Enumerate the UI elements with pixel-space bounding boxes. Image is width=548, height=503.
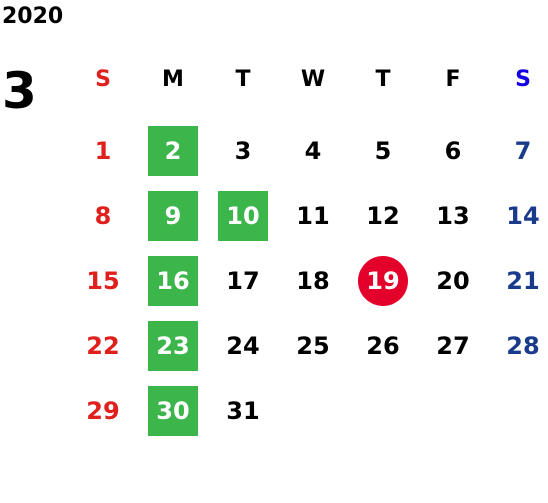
table-row-cell: 11 [278,183,348,248]
day-24[interactable]: 24 [226,331,260,360]
table-row-cell [488,378,548,443]
table-row-cell: 31 [208,378,278,443]
table-row-cell: 24 [208,313,278,378]
table-row-cell: 26 [348,313,418,378]
table-row-cell: 16 [138,248,208,313]
day-7[interactable]: 7 [514,136,532,165]
table-row-cell: 10 [208,183,278,248]
day-20[interactable]: 20 [436,266,470,295]
table-row-cell: 22 [68,313,138,378]
weekday-sat: S [515,67,531,92]
day-21[interactable]: 21 [506,266,540,295]
table-row-cell: 29 [68,378,138,443]
day-26[interactable]: 26 [366,331,400,360]
day-15[interactable]: 15 [86,266,120,295]
table-row-cell: 7 [488,118,548,183]
calendar-month: 3 [2,62,37,120]
weekday-mon: M [162,67,184,92]
table-row-cell: 6 [418,118,488,183]
day-30[interactable]: 30 [148,385,198,436]
day-19[interactable]: 19 [358,255,408,306]
day-14[interactable]: 14 [506,201,540,230]
weekday-sun: S [95,67,111,92]
day-25[interactable]: 25 [296,331,330,360]
weekday-wed: W [300,67,326,92]
table-row-cell: 3 [208,118,278,183]
table-row-cell: 2 [138,118,208,183]
table-row-cell: 23 [138,313,208,378]
table-row-cell: 15 [68,248,138,313]
table-row-cell: 13 [418,183,488,248]
day-5[interactable]: 5 [374,136,392,165]
table-row-cell: 25 [278,313,348,378]
day-16[interactable]: 16 [148,255,198,306]
table-row-cell [348,378,418,443]
day-18[interactable]: 18 [296,266,330,295]
day-4[interactable]: 4 [304,136,322,165]
table-row-cell: 14 [488,183,548,248]
table-row-cell [278,378,348,443]
table-row-cell: 19 [348,248,418,313]
table-row-cell [418,378,488,443]
table-row-cell: 17 [208,248,278,313]
weekday-fri: F [445,67,461,92]
table-row-cell: 12 [348,183,418,248]
table-row-cell: 20 [418,248,488,313]
day-31[interactable]: 31 [226,396,260,425]
day-10[interactable]: 10 [218,190,268,241]
table-row-cell: 5 [348,118,418,183]
weekday-thu: T [375,67,391,92]
table-row-cell: 9 [138,183,208,248]
table-row-cell: 8 [68,183,138,248]
table-row-cell: 18 [278,248,348,313]
day-9[interactable]: 9 [148,190,198,241]
day-11[interactable]: 11 [296,201,330,230]
day-1[interactable]: 1 [94,136,112,165]
calendar-year: 2020 [2,4,64,29]
day-29[interactable]: 29 [86,396,120,425]
day-23[interactable]: 23 [148,320,198,371]
day-13[interactable]: 13 [436,201,470,230]
table-row-cell: 1 [68,118,138,183]
table-row-cell: 30 [138,378,208,443]
day-12[interactable]: 12 [366,201,400,230]
table-row-cell: 28 [488,313,548,378]
day-2[interactable]: 2 [148,125,198,176]
day-3[interactable]: 3 [234,136,252,165]
table-row-cell: 27 [418,313,488,378]
day-27[interactable]: 27 [436,331,470,360]
day-17[interactable]: 17 [226,266,260,295]
day-8[interactable]: 8 [94,201,112,230]
day-28[interactable]: 28 [506,331,540,360]
weekday-tue: T [235,67,251,92]
day-22[interactable]: 22 [86,331,120,360]
day-6[interactable]: 6 [444,136,462,165]
table-row-cell: 4 [278,118,348,183]
table-row-cell: 21 [488,248,548,313]
